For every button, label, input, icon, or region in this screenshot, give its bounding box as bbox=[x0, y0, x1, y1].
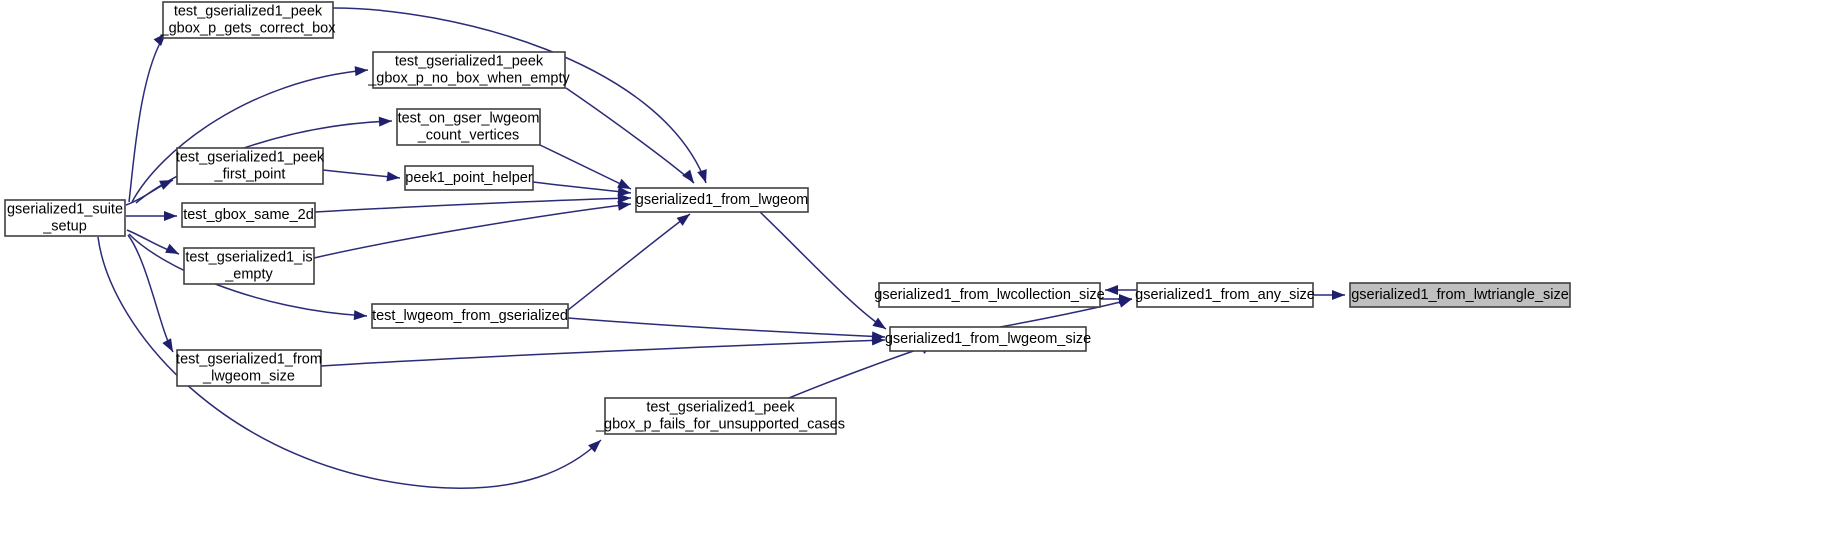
graph-node[interactable]: gserialized1_from_lwgeom bbox=[635, 187, 809, 213]
node-label: _count_vertices bbox=[417, 127, 520, 143]
arrowhead-icon bbox=[682, 169, 694, 183]
arrowhead-icon bbox=[617, 178, 631, 189]
arrowhead-icon bbox=[697, 169, 707, 183]
node-box[interactable] bbox=[162, 1, 334, 39]
call-edge bbox=[128, 32, 167, 203]
node-label: _gbox_p_no_box_when_empty bbox=[367, 70, 570, 86]
node-label: test_lwgeom_from_gserialized bbox=[372, 308, 568, 324]
node-box[interactable] bbox=[371, 303, 569, 329]
node-box[interactable] bbox=[4, 199, 126, 237]
call-edge bbox=[97, 236, 602, 489]
graph-node[interactable]: test_gserialized1_peek_gbox_p_gets_corre… bbox=[160, 1, 337, 39]
arrowhead-icon bbox=[353, 310, 367, 321]
graph-node[interactable]: gserialized1_from_lwgeom_size bbox=[885, 326, 1091, 352]
arrowhead-icon bbox=[165, 243, 179, 254]
node-box[interactable] bbox=[604, 397, 837, 435]
node-label: gserialized1_from_lwcollection_size bbox=[874, 287, 1105, 303]
arrowhead-icon bbox=[588, 440, 601, 453]
node-box[interactable] bbox=[1136, 282, 1314, 308]
arrowhead-icon bbox=[617, 186, 631, 197]
node-box[interactable] bbox=[181, 202, 316, 228]
node-box[interactable] bbox=[176, 349, 322, 387]
node-label: _lwgeom_size bbox=[202, 368, 295, 384]
graph-node[interactable]: test_gbox_same_2d bbox=[181, 202, 316, 228]
graph-node[interactable]: test_gserialized1_from_lwgeom_size bbox=[176, 349, 322, 387]
node-label: test_gserialized1_peek bbox=[395, 53, 544, 69]
graph-node[interactable]: test_gserialized1_peek_first_point bbox=[176, 147, 325, 185]
arrowhead-icon bbox=[676, 214, 690, 226]
graph-node[interactable]: test_on_gser_lwgeom_count_vertices bbox=[396, 108, 541, 146]
node-layer: gserialized1_suite_setup test_gserialized… bbox=[4, 1, 1571, 435]
graph-node[interactable]: test_gserialized1_peek_gbox_p_fails_for_… bbox=[595, 397, 845, 435]
call-edge bbox=[567, 213, 691, 311]
node-label: test_on_gser_lwgeom bbox=[398, 110, 540, 126]
graph-node[interactable]: gserialized1_suite_setup bbox=[4, 199, 126, 237]
node-box[interactable] bbox=[396, 108, 541, 146]
arrowhead-icon bbox=[159, 180, 173, 190]
node-label: _setup bbox=[42, 218, 87, 234]
node-label: _gbox_p_gets_correct_box bbox=[160, 20, 337, 36]
call-edge bbox=[313, 203, 632, 259]
node-box[interactable] bbox=[1349, 282, 1571, 308]
arrowhead-icon bbox=[872, 317, 886, 329]
node-label: test_gserialized1_peek bbox=[174, 3, 323, 19]
call-edge bbox=[567, 317, 886, 338]
arrowhead-icon bbox=[164, 211, 177, 221]
node-label: test_gbox_same_2d bbox=[183, 207, 314, 223]
arrowhead-icon bbox=[617, 200, 631, 211]
call-edge bbox=[759, 211, 887, 330]
call-edge bbox=[332, 7, 707, 184]
node-label: gserialized1_from_any_size bbox=[1135, 287, 1315, 303]
graph-node[interactable]: gserialized1_from_lwtriangle_size bbox=[1349, 282, 1571, 308]
arrowhead-icon bbox=[1105, 285, 1118, 295]
call-edge bbox=[532, 181, 632, 194]
node-box[interactable] bbox=[878, 282, 1101, 308]
node-box[interactable] bbox=[889, 326, 1087, 352]
node-box[interactable] bbox=[183, 247, 315, 285]
node-box[interactable] bbox=[635, 187, 809, 213]
node-label: _empty bbox=[224, 266, 273, 282]
graph-node[interactable]: peek1_point_helper bbox=[404, 165, 534, 191]
arrowhead-layer bbox=[153, 33, 1345, 453]
call-edge bbox=[539, 144, 632, 190]
arrowhead-icon bbox=[1119, 294, 1132, 304]
node-box[interactable] bbox=[404, 165, 534, 191]
node-label: gserialized1_from_lwgeom_size bbox=[885, 331, 1091, 347]
arrowhead-icon bbox=[162, 338, 173, 352]
arrowhead-icon bbox=[386, 171, 400, 182]
arrowhead-icon bbox=[1332, 290, 1345, 300]
graph-node[interactable]: test_gserialized1_is_empty bbox=[183, 247, 315, 285]
node-label: _gbox_p_fails_for_unsupported_cases bbox=[595, 416, 845, 432]
node-label: test_gserialized1_from bbox=[176, 351, 322, 367]
node-label: test_gserialized1_peek bbox=[646, 399, 795, 415]
arrowhead-icon bbox=[354, 66, 368, 77]
node-box[interactable] bbox=[176, 147, 324, 185]
call-edge bbox=[131, 69, 369, 203]
node-label: gserialized1_from_lwtriangle_size bbox=[1351, 287, 1569, 303]
node-label: _first_point bbox=[214, 166, 286, 182]
graph-node[interactable]: gserialized1_from_lwcollection_size bbox=[874, 282, 1105, 308]
arrowhead-icon bbox=[871, 335, 885, 346]
node-label: test_gserialized1_is bbox=[185, 249, 312, 265]
call-edge bbox=[314, 197, 632, 213]
call-edge bbox=[788, 343, 935, 399]
node-label: gserialized1_suite bbox=[7, 201, 123, 217]
graph-node[interactable]: test_gserialized1_peek_gbox_p_no_box_whe… bbox=[367, 51, 571, 89]
node-box[interactable] bbox=[372, 51, 566, 89]
call-edge bbox=[320, 339, 886, 367]
node-label: test_gserialized1_peek bbox=[176, 149, 325, 165]
arrowhead-icon bbox=[378, 116, 392, 127]
arrowhead-icon bbox=[617, 193, 631, 204]
call-edge bbox=[565, 87, 695, 184]
node-label: peek1_point_helper bbox=[405, 170, 533, 186]
node-label: gserialized1_from_lwgeom bbox=[636, 192, 808, 208]
graph-node[interactable]: gserialized1_from_any_size bbox=[1135, 282, 1315, 308]
graph-node[interactable]: test_lwgeom_from_gserialized bbox=[371, 303, 569, 329]
